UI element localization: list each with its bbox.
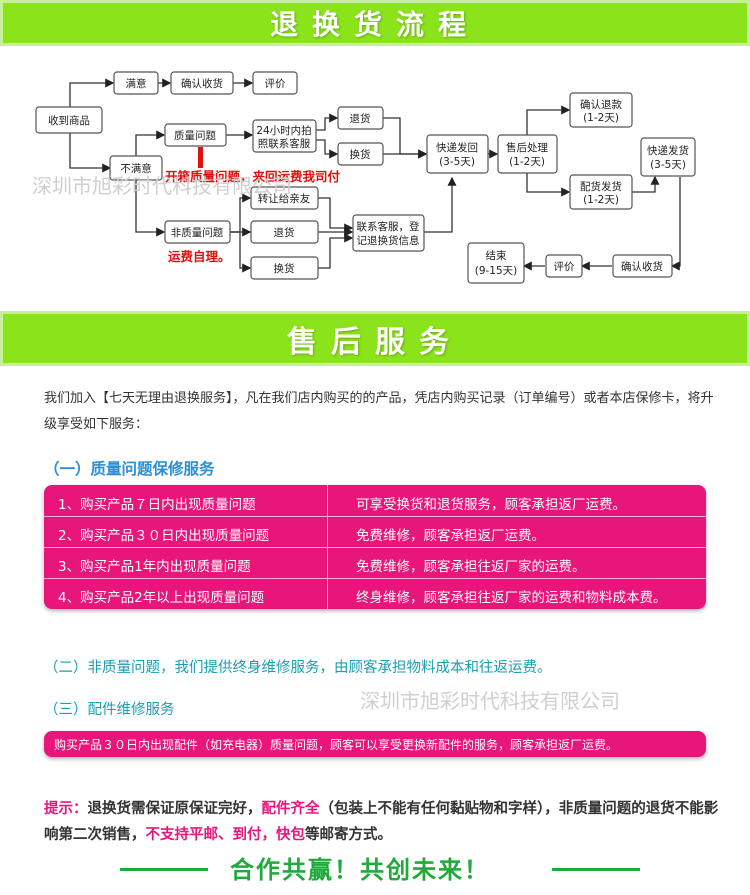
- label-express-back-2: (3-5天): [439, 156, 475, 168]
- flow-banner-title: 退换货流程: [269, 8, 480, 41]
- label-contact-24h-1: 24小时内拍: [256, 124, 311, 137]
- label-after-sale-1: 售后处理: [506, 141, 548, 154]
- footer-line-right: [552, 868, 640, 871]
- quality-table: 1、购买产品７日内出现质量问题 可享受换货和退货服务，顾客承担返厂运费。 2、购…: [44, 485, 706, 609]
- label-ship-goods-2: (1-2天): [583, 194, 619, 206]
- box-review: [252, 71, 298, 95]
- section3-heading: （三）配件维修服务: [44, 702, 175, 718]
- label-non-quality: 非质量问题: [171, 226, 224, 239]
- label-exchange-2: 换货: [274, 262, 295, 275]
- label-refund-2: (1-2天): [583, 112, 619, 124]
- label-quality-issue: 质量问题: [174, 129, 216, 142]
- service-banner: 售后服务: [0, 311, 750, 366]
- table-row: 4、购买产品2年以上出现质量问题 终身维修，顾客承担往返厂家的运费和物料成本费。: [58, 590, 667, 606]
- footer: 合作共赢！共创未来！: [0, 850, 750, 890]
- label-return-2: 退货: [274, 226, 295, 239]
- label-review: 评价: [265, 78, 286, 90]
- table-row: 3、购买产品1年内出现质量问题 免费维修，顾客承担往返厂家的运费。: [58, 559, 586, 575]
- box-express-back: [426, 134, 489, 174]
- box-after-sale: [497, 134, 558, 174]
- red-marker: [198, 147, 203, 168]
- label-express-ship-2: (3-5天): [650, 159, 686, 171]
- box-quality-issue: [164, 123, 227, 147]
- accessory-bar-text: 购买产品３０日内出现配件（如充电器）质量问题，顾客可以享受更换新配件的服务，顾客…: [54, 738, 619, 752]
- label-unsatisfied: 不满意: [120, 162, 152, 175]
- box-express-ship: [640, 137, 696, 177]
- label-express-ship-1: 快递发货: [647, 144, 689, 157]
- label-review-2: 评价: [554, 261, 575, 273]
- quality-freight-note: 开箱质量问题，来回运费我司付: [165, 169, 341, 184]
- box-contact-24h: [252, 119, 317, 153]
- box-contact-register: [352, 214, 425, 252]
- label-express-back-1: 快递发回: [436, 141, 478, 154]
- label-end-2: (9-15天): [475, 265, 518, 277]
- label-confirm-receipt-2: 确认收货: [621, 260, 663, 273]
- label-contact-register-1: 联系客服，登: [357, 220, 420, 233]
- label-end-1: 结束: [486, 249, 507, 262]
- watermark-bottom: 深圳市旭彩时代科技有限公司: [360, 689, 620, 713]
- label-refund-1: 确认退款: [580, 98, 622, 111]
- label-ship-goods-1: 配货发货: [580, 180, 622, 193]
- section1-heading: （一）质量问题保修服务: [44, 460, 215, 478]
- box-confirm-receipt-2: [612, 254, 673, 278]
- box-return-2: [250, 220, 319, 244]
- box-ship-goods: [569, 174, 633, 210]
- label-after-sale-2: (1-2天): [509, 156, 545, 168]
- box-transfer-friend: [250, 186, 319, 210]
- box-receive: [35, 106, 103, 134]
- self-pay-note: 运费自理。: [168, 249, 231, 264]
- watermark-top: 深圳市旭彩时代科技有限公司: [32, 174, 292, 198]
- note-text: 提示：退换货需保证原保证完好，配件齐全（包装上不能有任何黏贴物和字样），非质量问…: [44, 801, 719, 843]
- accessory-bar: 购买产品３０日内出现配件（如充电器）质量问题，顾客可以享受更换新配件的服务，顾客…: [44, 731, 706, 757]
- intro-text: 我们加入【七天无理由退换服务】，凡在我们店内购买的的产品，凭店内购买记录（订单编…: [44, 391, 714, 432]
- label-transfer-friend: 转让给亲友: [258, 192, 311, 205]
- label-contact-24h-2: 照联系客服: [258, 137, 311, 150]
- service-banner-title: 售后服务: [287, 324, 463, 360]
- box-non-quality: [164, 220, 231, 244]
- box-confirm-receipt: [170, 71, 234, 95]
- box-exchange-2: [250, 256, 319, 280]
- box-return-1: [337, 106, 384, 130]
- label-satisfied: 满意: [126, 77, 147, 90]
- box-unsatisfied: [109, 155, 163, 181]
- label-receive: 收到商品: [48, 114, 90, 127]
- flow-banner: 退换货流程: [0, 0, 750, 46]
- footer-line-left: [120, 868, 208, 871]
- label-return-1: 退货: [350, 112, 371, 125]
- section2-heading: （二）非质量问题，我们提供终身维修服务，由顾客承担物料成本和往返运费。: [44, 660, 552, 676]
- note-label: 提示：: [44, 801, 88, 817]
- table-row: 2、购买产品３０日内出现质量问题 免费维修，顾客承担返厂运费。: [58, 528, 545, 544]
- box-end: [467, 242, 525, 284]
- label-exchange-1: 换货: [350, 148, 371, 161]
- table-row: 1、购买产品７日内出现质量问题 可享受换货和退货服务，顾客承担返厂运费。: [58, 497, 626, 513]
- box-satisfied: [113, 71, 159, 95]
- box-exchange-1: [337, 142, 384, 166]
- box-review-2: [545, 254, 583, 278]
- box-refund: [569, 92, 633, 128]
- label-confirm-receipt: 确认收货: [181, 77, 223, 90]
- label-contact-register-2: 记退换货信息: [357, 234, 420, 247]
- footer-slogan: 合作共赢！共创未来！: [230, 856, 490, 884]
- return-flow-diagram: 收到商品 满意 确认收货 评价 不满意 质量问题 24小时内拍 照联系客服 退货…: [35, 71, 696, 284]
